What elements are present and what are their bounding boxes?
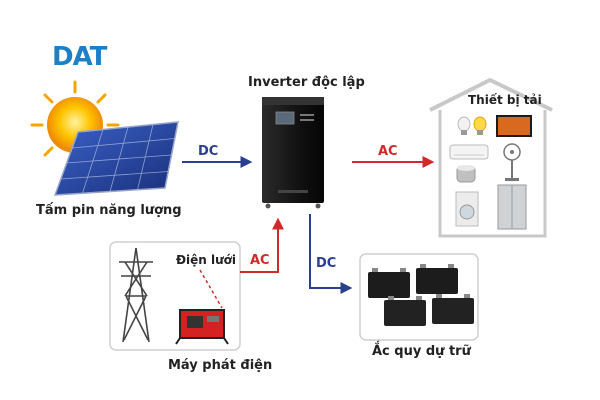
solar-label: Tấm pin năng lượng xyxy=(36,203,182,218)
solar-panel-icon xyxy=(53,121,179,196)
inverter-icon xyxy=(262,97,324,209)
brand-logo: DAT xyxy=(52,42,107,72)
flow-label-solar-dc: DC xyxy=(198,144,219,159)
flow-label-battery-dc: DC xyxy=(316,256,337,271)
flow-label-grid-ac: AC xyxy=(250,253,270,268)
inverter-label: Inverter độc lập xyxy=(248,75,365,90)
appliances-icons xyxy=(449,115,532,230)
generator-label: Máy phát điện xyxy=(168,358,273,373)
power-tower-icon xyxy=(119,247,153,343)
battery-icon xyxy=(368,264,474,326)
flow-label-loads-ac: AC xyxy=(378,144,398,159)
dc-arrow-battery xyxy=(309,214,353,294)
battery-label: Ắc quy dự trữ xyxy=(372,344,471,359)
generator-icon xyxy=(175,309,229,345)
ac-arrow-grid xyxy=(240,217,284,273)
loads-label: Thiết bị tải xyxy=(468,93,542,107)
generator-link xyxy=(199,269,223,309)
grid-label: Điện lưới xyxy=(176,253,237,267)
